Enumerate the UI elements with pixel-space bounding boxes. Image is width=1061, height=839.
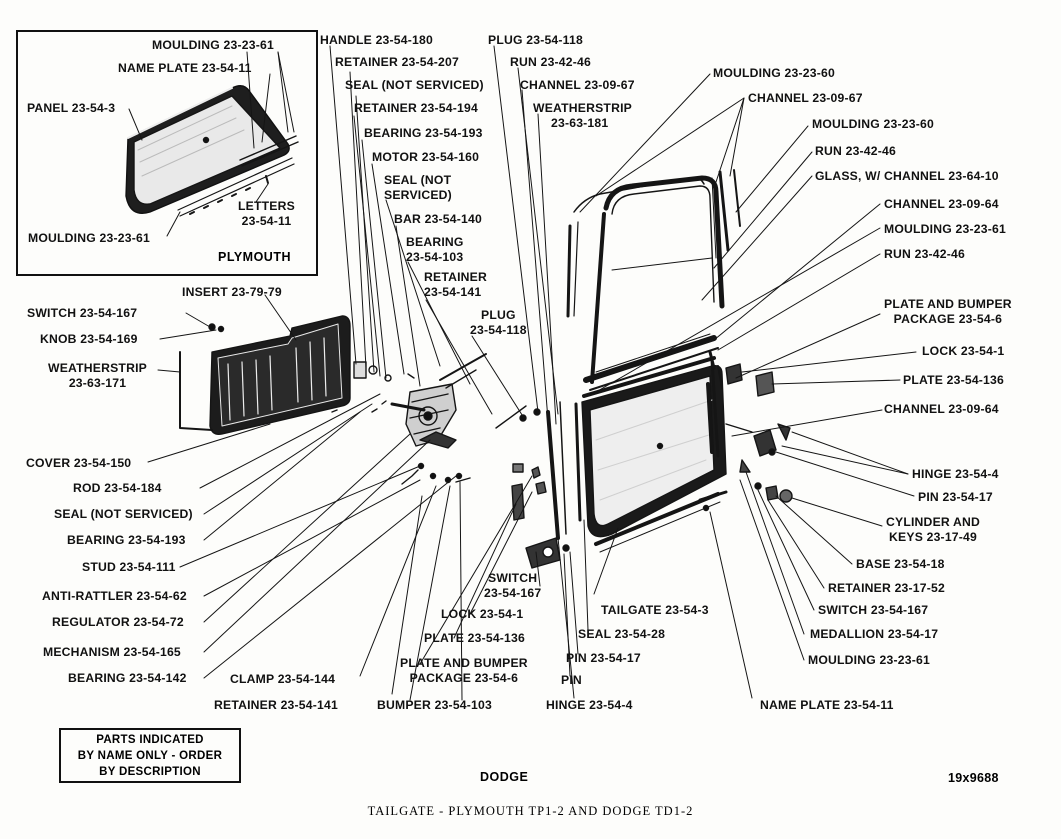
label-switch-r: SWITCH 23-54-167	[818, 603, 929, 617]
label-hinge-bottom: HINGE 23-54-4	[546, 698, 633, 712]
label-bar: BAR 23-54-140	[394, 212, 482, 226]
label-glass: GLASS, W/ CHANNEL 23-64-10	[815, 169, 999, 183]
label-seal-not-serviced-1: SEAL (NOT SERVICED)	[345, 78, 484, 92]
label-tailgate: TAILGATE 23-54-3	[601, 603, 709, 617]
label-anti-rattler: ANTI-RATTLER 23-54-62	[42, 589, 187, 603]
label-bearing-142: BEARING 23-54-142	[68, 671, 187, 685]
plymouth-inset-frame	[16, 30, 318, 276]
insert-panel-drawing	[179, 315, 351, 436]
label-bearing-193-left: BEARING 23-54-193	[67, 533, 186, 547]
label-rod: ROD 23-54-184	[73, 481, 162, 495]
label-moulding-r2: MOULDING 23-23-60	[812, 117, 934, 131]
leader-lines	[147, 45, 917, 701]
label-lock-r: LOCK 23-54-1	[922, 344, 1005, 358]
label-run-r2: RUN 23-42-46	[884, 247, 965, 261]
figure-number: 19x9688	[948, 771, 999, 785]
label-switch-left: SWITCH 23-54-167	[27, 306, 138, 320]
label-plate-mid: PLATE 23-54-136	[424, 631, 525, 645]
label-channel-r3: CHANNEL 23-09-64	[884, 402, 999, 416]
hardware-drawing	[511, 401, 570, 569]
label-stud: STUD 23-54-111	[82, 560, 176, 574]
label-plug-top: PLUG 23-54-118	[488, 33, 583, 47]
label-cover: COVER 23-54-150	[26, 456, 132, 470]
label-moulding-r4: MOULDING 23-23-61	[808, 653, 930, 667]
inset-leaders	[128, 51, 295, 237]
inset-label-name-plate: NAME PLATE 23-54-11	[118, 61, 252, 75]
label-bearing-193-top: BEARING 23-54-193	[364, 126, 483, 140]
label-plate-r: PLATE 23-54-136	[903, 373, 1004, 387]
label-run-top: RUN 23-42-46	[510, 55, 591, 69]
label-hinge-r: HINGE 23-54-4	[912, 467, 999, 481]
label-knob: KNOB 23-54-169	[40, 332, 138, 346]
inset-caption: PLYMOUTH	[218, 250, 291, 264]
label-retainer-207: RETAINER 23-54-207	[335, 55, 459, 69]
dodge-caption: DODGE	[480, 770, 529, 784]
label-pin-bottom: PIN	[561, 673, 582, 687]
label-clamp: CLAMP 23-54-144	[230, 672, 336, 686]
figure-title: TAILGATE - PLYMOUTH TP1-2 AND DODGE TD1-…	[367, 804, 694, 818]
label-name-plate-bottom: NAME PLATE 23-54-11	[760, 698, 894, 712]
label-retainer-194: RETAINER 23-54-194	[354, 101, 478, 115]
label-channel-r2: CHANNEL 23-09-64	[884, 197, 999, 211]
regulator-mechanism-drawing	[331, 353, 541, 485]
label-retainer-r: RETAINER 23-17-52	[828, 581, 945, 595]
label-insert: INSERT 23-79-79	[182, 285, 282, 299]
label-bumper: BUMPER 23-54-103	[377, 698, 492, 712]
label-seal-not-serviced-left: SEAL (NOT SERVICED)	[54, 507, 193, 521]
label-regulator: REGULATOR 23-54-72	[52, 615, 184, 629]
label-lock-mid: LOCK 23-54-1	[441, 607, 524, 621]
label-channel-top: CHANNEL 23-09-67	[520, 78, 635, 92]
inset-label-panel: PANEL 23-54-3	[27, 101, 116, 115]
label-retainer-141-bottom: RETAINER 23-54-141	[214, 698, 338, 712]
label-mechanism: MECHANISM 23-54-165	[43, 645, 181, 659]
label-medallion: MEDALLION 23-54-17	[810, 627, 939, 641]
inset-label-moulding-bottom: MOULDING 23-23-61	[28, 231, 150, 245]
label-pin-r: PIN 23-54-17	[918, 490, 993, 504]
label-channel-r1: CHANNEL 23-09-67	[748, 91, 863, 105]
label-seal-28: SEAL 23-54-28	[578, 627, 666, 641]
inset-label-moulding-top: MOULDING 23-23-61	[152, 38, 274, 52]
label-run-r1: RUN 23-42-46	[815, 144, 896, 158]
tailgate-body-drawing	[574, 350, 727, 553]
label-moulding-r3: MOULDING 23-23-61	[884, 222, 1006, 236]
label-moulding-r1: MOULDING 23-23-60	[713, 66, 835, 80]
label-pin-17-bottom: PIN 23-54-17	[566, 651, 641, 665]
label-handle: HANDLE 23-54-180	[320, 33, 433, 47]
inset-panel-drawing	[125, 85, 299, 217]
label-motor: MOTOR 23-54-160	[372, 150, 480, 164]
label-base: BASE 23-54-18	[856, 557, 945, 571]
